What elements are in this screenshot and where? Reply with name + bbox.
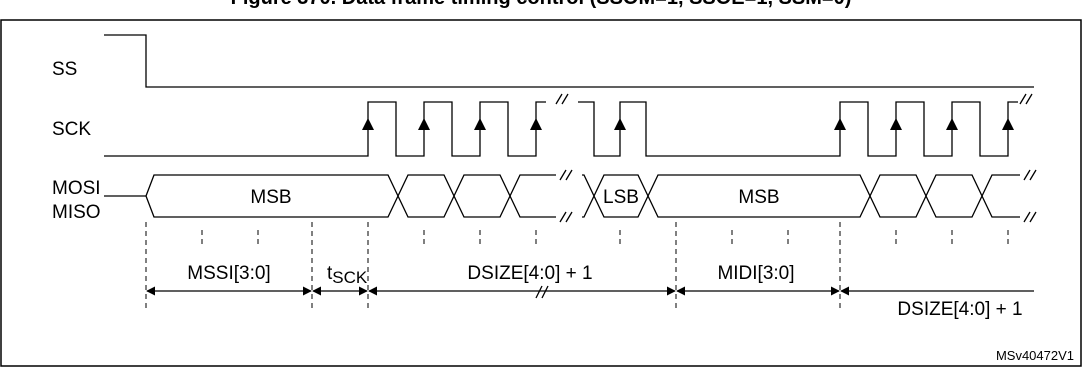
timing-guides <box>145 222 1009 310</box>
label-mssi: MSSI[3:0] <box>187 263 270 284</box>
label-tsck: tSCK <box>327 263 368 287</box>
dsize-break-mark <box>535 285 549 299</box>
signal-label-sck: SCK <box>52 119 91 140</box>
figure-reference: MSv40472V1 <box>996 348 1074 363</box>
ss-waveform <box>104 34 1034 88</box>
timing-arrows <box>146 285 1034 299</box>
label-dsize-second: DSIZE[4:0] + 1 <box>897 299 1022 320</box>
signal-label-ss: SS <box>52 59 77 80</box>
bus-label-msb-second: MSB <box>738 187 779 208</box>
signal-label-miso: MISO <box>52 202 101 223</box>
label-dsize-first: DSIZE[4:0] + 1 <box>467 263 592 284</box>
data-bus-waveform <box>104 174 1020 218</box>
signal-label-mosi: MOSI <box>52 178 101 199</box>
figure-caption: Figure 370. Data frame timing control (S… <box>0 0 1082 10</box>
sck-waveform-1 <box>104 101 546 157</box>
bus-break-marks <box>559 169 1037 223</box>
label-midi: MIDI[3:0] <box>717 263 794 284</box>
figure-caption-clip: Figure 370. Data frame timing control (S… <box>0 0 1082 20</box>
diagram-border <box>0 19 1082 367</box>
sck-break-mark-2 <box>1019 93 1033 105</box>
bus-label-lsb: LSB <box>603 187 639 208</box>
bus-label-msb-first: MSB <box>250 187 291 208</box>
sck-break-mark-1 <box>555 93 569 105</box>
sck-edge-arrows <box>362 118 1014 130</box>
